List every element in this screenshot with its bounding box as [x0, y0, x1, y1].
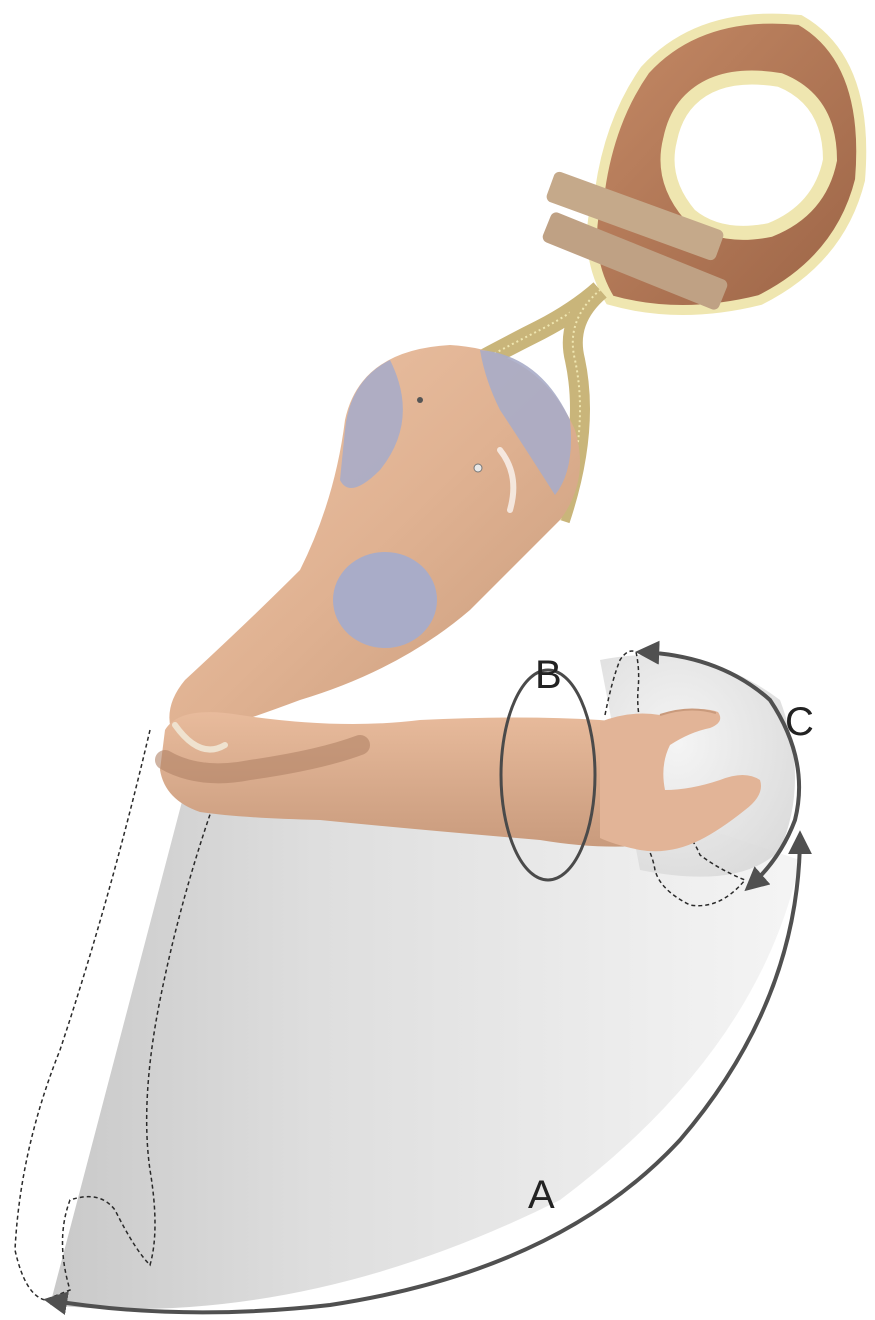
label-c: C [785, 700, 814, 744]
label-a: A [528, 1173, 555, 1217]
label-b: B [535, 653, 562, 697]
upper-arm-socket [169, 345, 580, 740]
